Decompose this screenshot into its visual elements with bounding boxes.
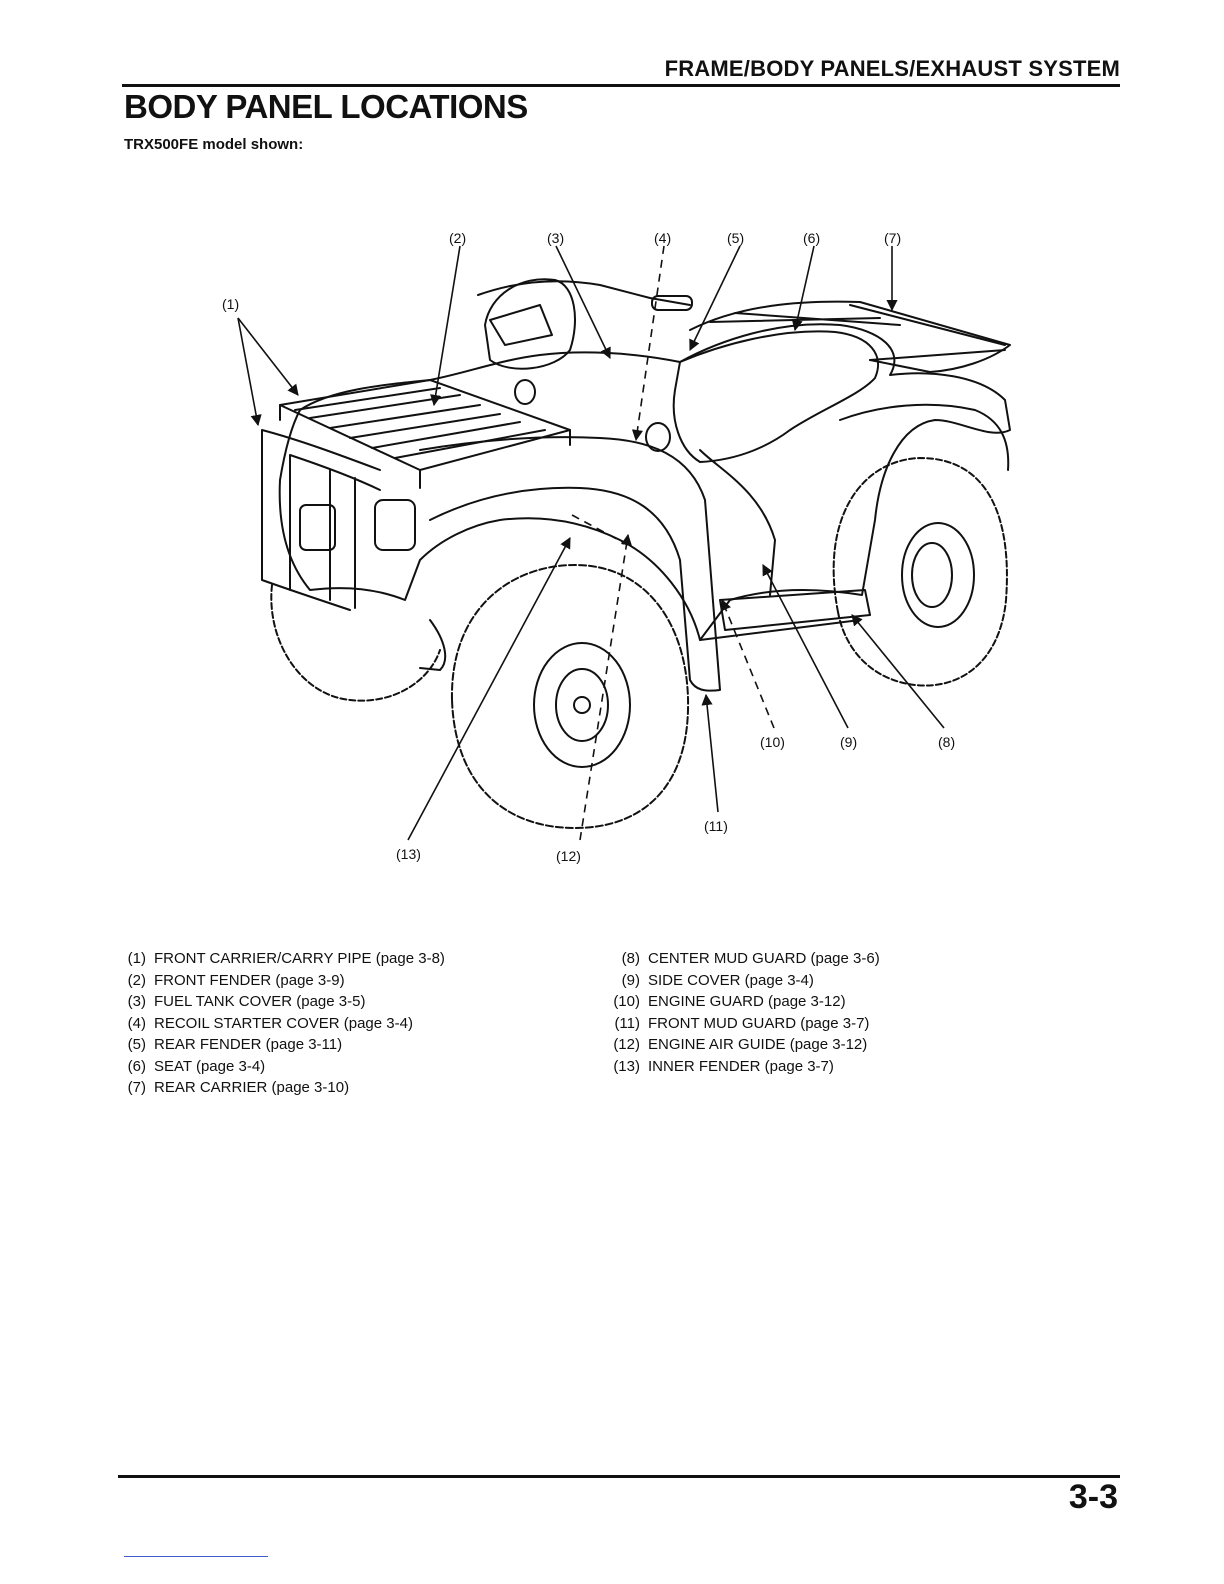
legend-item: (5)REAR FENDER (page 3-11) <box>127 1036 343 1053</box>
leader-3 <box>555 245 611 360</box>
atv-diagram <box>237 245 1011 841</box>
legend-right-column: (8)CENTER MUD GUARD (page 3-6) (9)SIDE C… <box>606 948 880 1077</box>
callout-13: (13) <box>396 846 421 862</box>
leader-1b <box>237 317 262 427</box>
rear-fender-shape <box>839 403 1010 471</box>
meter-cowl <box>484 278 576 370</box>
section-header: FRAME/BODY PANELS/EXHAUST SYSTEM <box>664 56 1120 81</box>
top-rule <box>122 84 1120 87</box>
atv-drawing <box>261 278 1011 829</box>
leader-5 <box>689 245 741 352</box>
legend-item: (3)FUEL TANK COVER (page 3-5) <box>127 993 366 1010</box>
legend-item: (13)INNER FENDER (page 3-7) <box>613 1057 834 1075</box>
legend-item: (4)RECOIL STARTER COVER (page 3-4) <box>127 1014 413 1032</box>
leader-8 <box>851 614 945 729</box>
leader-9 <box>762 564 849 729</box>
bumper-pipe <box>261 429 381 611</box>
leader-13 <box>407 537 571 841</box>
page-number: 3-3 <box>1068 1478 1118 1516</box>
floorboard <box>719 589 871 631</box>
rear-left-wheel <box>270 584 441 702</box>
legend-item: (12)ENGINE AIR GUIDE (page 3-12) <box>613 1036 868 1053</box>
callout-9: (9) <box>840 734 858 750</box>
callout-3: (3) <box>547 230 565 246</box>
legend-item: (7)REAR CARRIER (page 3-10) <box>127 1079 350 1096</box>
rear-wheel <box>832 457 1008 687</box>
handlebar <box>477 280 691 306</box>
legend-item: (6)SEAT (page 3-4) <box>127 1057 266 1075</box>
callout-2: (2) <box>449 230 467 246</box>
leader-1a <box>237 317 299 396</box>
front-wheel <box>450 564 690 829</box>
leader-12a <box>579 533 632 841</box>
legend-item: (11)FRONT MUD GUARD (page 3-7) <box>614 1014 870 1032</box>
legend-item: (1)FRONT CARRIER/CARRY PIPE (page 3-8) <box>127 950 445 967</box>
page-title: BODY PANEL LOCATIONS <box>124 88 528 125</box>
callout-1: (1) <box>222 296 240 312</box>
callout-11: (11) <box>704 818 728 834</box>
legend-item: (10)ENGINE GUARD (page 3-12) <box>613 993 846 1010</box>
legend-item: (2)FRONT FENDER (page 3-9) <box>127 971 345 989</box>
side-cover-shape <box>699 449 776 596</box>
front-rim <box>533 642 631 768</box>
leader-12b <box>571 514 629 546</box>
leader-10 <box>720 598 775 729</box>
leader-4 <box>631 245 665 442</box>
leader-6 <box>791 245 815 332</box>
callout-7: (7) <box>884 230 902 246</box>
fuel-cap <box>514 379 536 405</box>
model-subtitle: TRX500FE model shown: <box>124 136 304 153</box>
callout-5: (5) <box>727 230 745 246</box>
callout-4: (4) <box>654 230 672 246</box>
legend-item: (9)SIDE COVER (page 3-4) <box>621 971 814 989</box>
front-fender-shape <box>419 436 721 692</box>
bottom-rule <box>118 1475 1120 1478</box>
callout-6: (6) <box>803 230 821 246</box>
legend-left-column: (1)FRONT CARRIER/CARRY PIPE (page 3-8) (… <box>112 948 445 1099</box>
body-outline <box>278 323 1011 641</box>
leader-lines <box>237 245 945 841</box>
callout-10: (10) <box>760 734 785 750</box>
callout-8: (8) <box>938 734 956 750</box>
leader-2 <box>430 245 461 407</box>
rear-rim <box>901 522 975 628</box>
legend-item: (8)CENTER MUD GUARD (page 3-6) <box>621 950 880 967</box>
leader-11 <box>701 693 719 813</box>
callout-12: (12) <box>556 848 581 864</box>
seat <box>672 330 880 463</box>
bottom-divider <box>124 1556 268 1557</box>
